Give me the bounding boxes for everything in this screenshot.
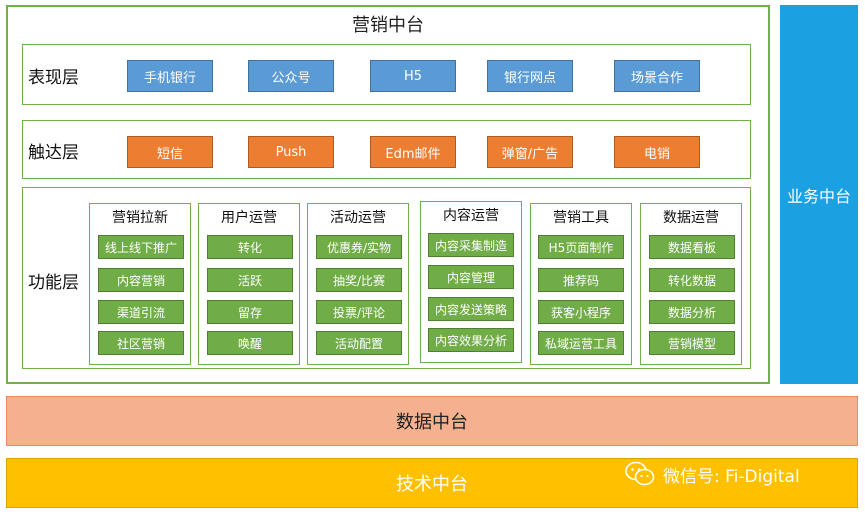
reach-edm-mail: Edm邮件 [370, 136, 456, 168]
channel-h5: H5 [370, 60, 456, 92]
function-item: 转化数据 [649, 268, 735, 292]
data-platform-block: 数据中台 [6, 396, 858, 446]
function-item: 推荐码 [538, 268, 624, 292]
tech-platform-block: 技术中台 [6, 458, 858, 508]
marketing-platform-frame [6, 5, 770, 384]
function-item: 内容采集制造 [428, 233, 514, 257]
wechat-watermark: 微信号: Fi-Digital [625, 460, 850, 488]
presentation-layer-label: 表现层 [28, 67, 79, 88]
reach-layer-label: 触达层 [28, 142, 79, 163]
channel-mobile-banking: 手机银行 [127, 60, 213, 92]
function-item: 内容发送策略 [428, 297, 514, 321]
function-item: 优惠券/实物 [316, 235, 402, 259]
function-item: 获客小程序 [538, 300, 624, 324]
function-item: 抽奖/比赛 [316, 268, 402, 292]
function-item: 唤醒 [207, 331, 293, 355]
wechat-id-text: 微信号: Fi-Digital [663, 466, 800, 487]
channel-bank-branch: 银行网点 [487, 60, 573, 92]
function-card-title: 用户运营 [221, 210, 277, 226]
function-card-title: 数据运营 [663, 210, 719, 226]
function-card-title: 营销拉新 [112, 210, 168, 226]
function-card-title: 营销工具 [553, 210, 609, 226]
function-item: 私域运营工具 [538, 331, 624, 355]
function-card-title: 活动运营 [330, 210, 386, 226]
function-item: 社区营销 [98, 331, 184, 355]
reach-push: Push [248, 136, 334, 168]
wechat-icon [625, 461, 655, 487]
function-card-title: 内容运营 [443, 208, 499, 224]
function-layer-label: 功能层 [28, 272, 79, 293]
function-item: 内容效果分析 [428, 328, 514, 352]
reach-popup-ad: 弹窗/广告 [487, 136, 573, 168]
function-item: 数据看板 [649, 235, 735, 259]
reach-telemarketing: 电销 [614, 136, 700, 168]
marketing-platform-title: 营销中台 [352, 15, 424, 36]
function-item: 投票/评论 [316, 300, 402, 324]
function-item: 活跃 [207, 268, 293, 292]
channel-scenario-partnership: 场景合作 [614, 60, 700, 92]
function-item: 营销模型 [649, 331, 735, 355]
function-item: 内容营销 [98, 268, 184, 292]
function-item: 数据分析 [649, 300, 735, 324]
channel-official-account: 公众号 [248, 60, 334, 92]
function-item: 留存 [207, 300, 293, 324]
function-item: 活动配置 [316, 331, 402, 355]
reach-sms: 短信 [127, 136, 213, 168]
business-platform-block: 业务中台 [780, 5, 858, 384]
function-item: 内容管理 [428, 265, 514, 289]
function-item: 线上线下推广 [98, 235, 184, 259]
function-item: H5页面制作 [538, 235, 624, 259]
function-item: 渠道引流 [98, 300, 184, 324]
function-item: 转化 [207, 235, 293, 259]
